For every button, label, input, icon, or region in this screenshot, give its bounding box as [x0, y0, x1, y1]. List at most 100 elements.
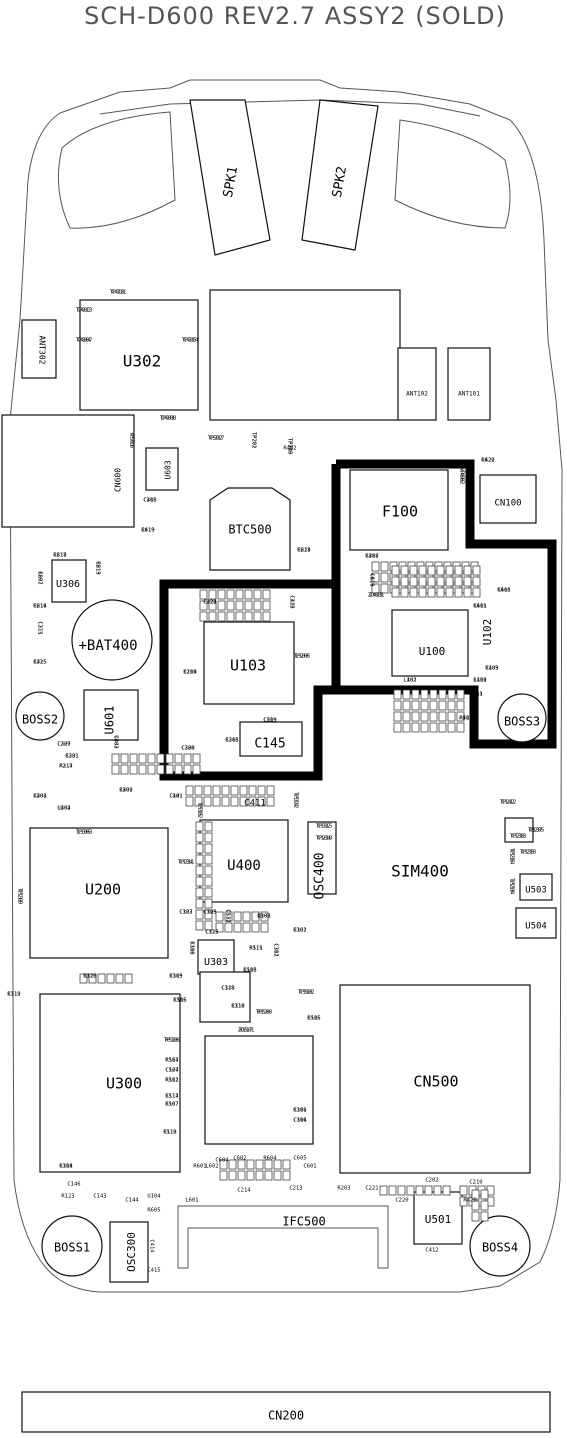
designator-r109: R109	[485, 666, 498, 672]
label-osc400: OSC400	[313, 853, 328, 900]
designator-l115: L115	[197, 803, 203, 816]
u302-chip	[79, 299, 199, 411]
designator-l401: L401	[403, 678, 416, 684]
ant101-chip	[447, 347, 491, 421]
drawing-title: SCH-D600 REV2.7 ASSY2 (SOLD)	[84, 2, 506, 30]
designator-l113: L113	[509, 879, 515, 892]
smd-pad	[418, 565, 427, 576]
smd-pad	[456, 722, 465, 733]
designator-tp100: TP100	[164, 1038, 181, 1044]
smd-pad	[409, 587, 418, 598]
smd-pad	[192, 764, 201, 775]
smd-pad	[106, 973, 115, 984]
designator-c106: C106	[293, 1118, 306, 1124]
smd-pad	[204, 821, 213, 832]
smd-pad	[239, 785, 248, 796]
ant302-chip	[21, 319, 57, 379]
label-u501: U501	[425, 1213, 452, 1226]
q401-chip	[504, 817, 534, 843]
smd-pad	[411, 700, 420, 711]
smd-pad	[79, 973, 88, 984]
smd-pad	[244, 611, 253, 622]
designator-c316: C316	[289, 595, 295, 608]
smd-pad	[262, 611, 271, 622]
designator-r305: R305	[169, 974, 182, 980]
smd-pad	[138, 753, 147, 764]
smd-pad	[282, 1159, 291, 1170]
designator-r619: R619	[141, 528, 154, 534]
designator-c613: C613	[497, 588, 510, 594]
smd-pad	[195, 909, 204, 920]
designator-c143: C143	[93, 1194, 106, 1200]
u300-chip	[39, 993, 181, 1173]
smd-pad	[257, 796, 266, 807]
smd-pad	[195, 898, 204, 909]
smd-pad	[393, 689, 402, 700]
smd-pad	[400, 576, 409, 587]
smd-pad	[248, 796, 257, 807]
smd-pad	[262, 589, 271, 600]
label-u102: U102	[481, 619, 494, 646]
designator-c114: C114	[59, 1164, 73, 1170]
designator-c610: C610	[369, 573, 375, 586]
designator-c310: C310	[231, 1004, 244, 1010]
label-u300: U300	[106, 1075, 142, 1093]
label-boss4: BOSS4	[482, 1241, 518, 1255]
designator-r519: R519	[459, 716, 472, 722]
speaker-cutout-left	[57, 111, 176, 229]
label-u504: U504	[525, 922, 547, 932]
smd-pad	[195, 832, 204, 843]
designator-r516: R516	[243, 968, 256, 974]
smd-pad	[204, 843, 213, 854]
smd-pad	[438, 722, 447, 733]
smd-pad	[402, 689, 411, 700]
designator-vr602: VR602	[459, 468, 465, 485]
designator-c314: C314	[293, 1118, 307, 1124]
designator-tp316: TP316	[129, 432, 135, 449]
designator-r310: R310	[83, 974, 96, 980]
designator-c602: C602	[233, 1156, 246, 1162]
shield-fence-left	[159, 579, 341, 781]
smd-pad	[199, 611, 208, 622]
label-boss2: BOSS2	[22, 713, 58, 727]
label-ant102: ANT102	[406, 391, 428, 398]
smd-pad	[156, 753, 165, 764]
label-u603: U603	[164, 460, 173, 479]
designator-c503: C503	[469, 692, 482, 698]
smd-pad	[447, 689, 456, 700]
designator-r620: R620	[481, 458, 494, 464]
designator-c403: C403	[485, 666, 498, 672]
label-cn200: CN200	[268, 1409, 304, 1423]
designator-c208: C208	[181, 746, 194, 752]
designator-c404: C404	[77, 338, 91, 344]
designator-r101: R101	[165, 1078, 178, 1084]
designator-c146: C146	[67, 1182, 80, 1188]
designator-l602: L602	[205, 1164, 218, 1170]
designator-r426: R426	[463, 1198, 476, 1204]
designator-r411: R411	[469, 692, 482, 698]
smd-pad	[156, 764, 165, 775]
smd-pad	[262, 600, 271, 611]
designator-c201: C201	[37, 571, 43, 584]
designator-c211: C211	[37, 621, 43, 634]
smd-pad	[147, 753, 156, 764]
smd-pad	[244, 600, 253, 611]
label-u601: U601	[103, 706, 117, 735]
designator-c506: C506	[173, 998, 186, 1004]
smd-pad	[459, 1185, 468, 1196]
label-spk2: SPK2	[330, 165, 350, 198]
smd-pad	[447, 700, 456, 711]
designator-r410: R410	[473, 678, 486, 684]
smd-pad	[212, 785, 221, 796]
smd-pad	[228, 1159, 237, 1170]
smd-pad	[411, 722, 420, 733]
designator-u402: U402	[113, 735, 119, 748]
designator-r315: R315	[33, 660, 46, 666]
designator-r214: R214	[183, 670, 197, 676]
smd-pad	[147, 764, 156, 775]
smd-pad	[203, 796, 212, 807]
smd-pad	[402, 722, 411, 733]
label-u303: U303	[204, 957, 228, 968]
designator-tp211: TP211	[178, 860, 195, 866]
smd-pad	[472, 587, 481, 598]
